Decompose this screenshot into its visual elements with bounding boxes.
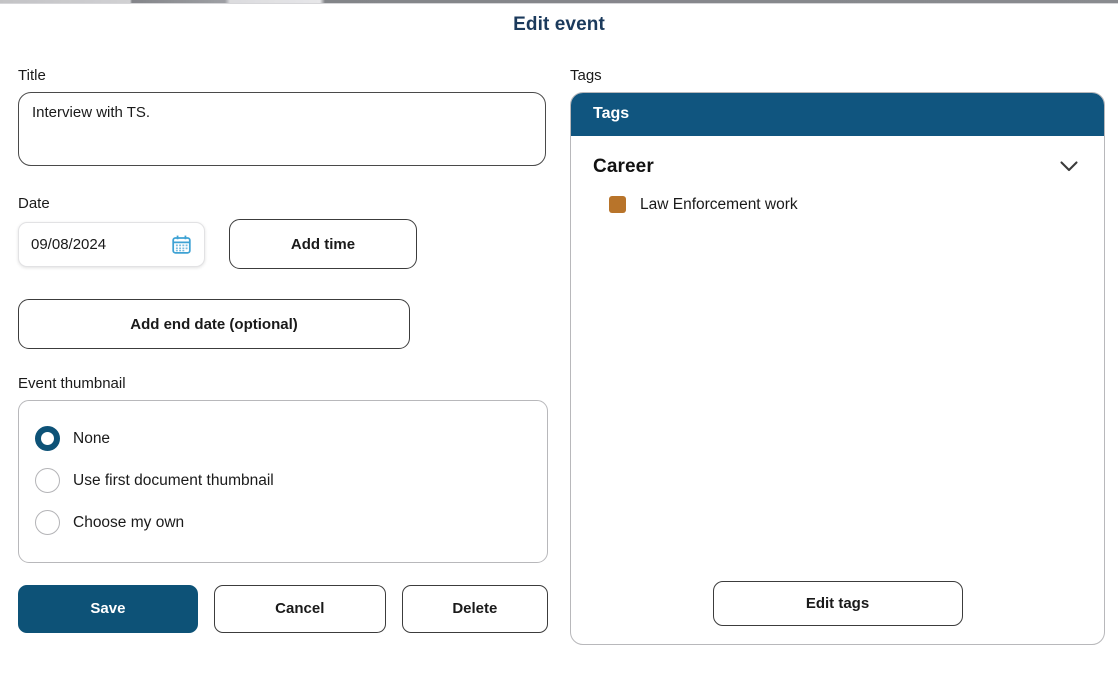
calendar-icon[interactable] (171, 234, 192, 255)
date-value: 09/08/2024 (31, 235, 107, 253)
tags-label: Tags (570, 67, 602, 84)
edit-tags-row: Edit tags (571, 580, 1104, 626)
page-title: Edit event (513, 14, 605, 35)
thumbnail-option-choose-my-own[interactable]: Choose my own (19, 502, 547, 544)
date-row: 09/08/2024 Add (18, 219, 548, 269)
title-input[interactable] (18, 91, 546, 166)
thumbnail-option-label: None (73, 429, 111, 447)
thumbnail-option-label: Use first document thumbnail (73, 471, 274, 489)
form-actions: Save Cancel Delete (18, 584, 548, 633)
chevron-down-icon[interactable] (1060, 161, 1078, 172)
delete-button[interactable]: Delete (401, 584, 548, 633)
save-button[interactable]: Save (18, 584, 198, 633)
tags-list: Career Law Enforcement work (571, 136, 1104, 214)
thumbnail-option-none[interactable]: None (19, 418, 547, 460)
tag-group-career[interactable]: Career (593, 156, 1082, 178)
thumbnail-option-label: Choose my own (73, 513, 185, 531)
tag-group-name: Career (593, 155, 654, 177)
event-form-column: Title Date 09/08/2024 (18, 67, 548, 633)
radio-unselected-icon[interactable] (35, 510, 60, 535)
tags-panel-header: Tags (571, 92, 1104, 136)
window-chrome-strip (0, 0, 1118, 4)
tag-color-swatch (609, 196, 626, 213)
radio-unselected-icon[interactable] (35, 468, 60, 493)
edit-tags-button[interactable]: Edit tags (712, 580, 963, 626)
date-label: Date (18, 194, 50, 212)
event-thumbnail-label: Event thumbnail (18, 375, 126, 392)
title-label: Title (18, 67, 46, 84)
date-input[interactable]: 09/08/2024 (18, 221, 205, 267)
radio-selected-icon[interactable] (35, 426, 60, 451)
tags-panel: Tags Career Law Enforcement work Edit ta… (570, 91, 1105, 645)
tag-item[interactable]: Law Enforcement work (593, 196, 1082, 214)
cancel-button[interactable]: Cancel (213, 584, 386, 633)
event-thumbnail-options: None Use first document thumbnail Choose… (18, 399, 548, 563)
tags-column: Tags Tags Career Law Enforcement work Ed… (570, 67, 1105, 645)
thumbnail-option-use-first-document[interactable]: Use first document thumbnail (19, 460, 547, 502)
add-time-button[interactable]: Add time (229, 219, 417, 269)
tag-name: Law Enforcement work (640, 195, 798, 213)
add-end-date-button[interactable]: Add end date (optional) (18, 299, 410, 349)
